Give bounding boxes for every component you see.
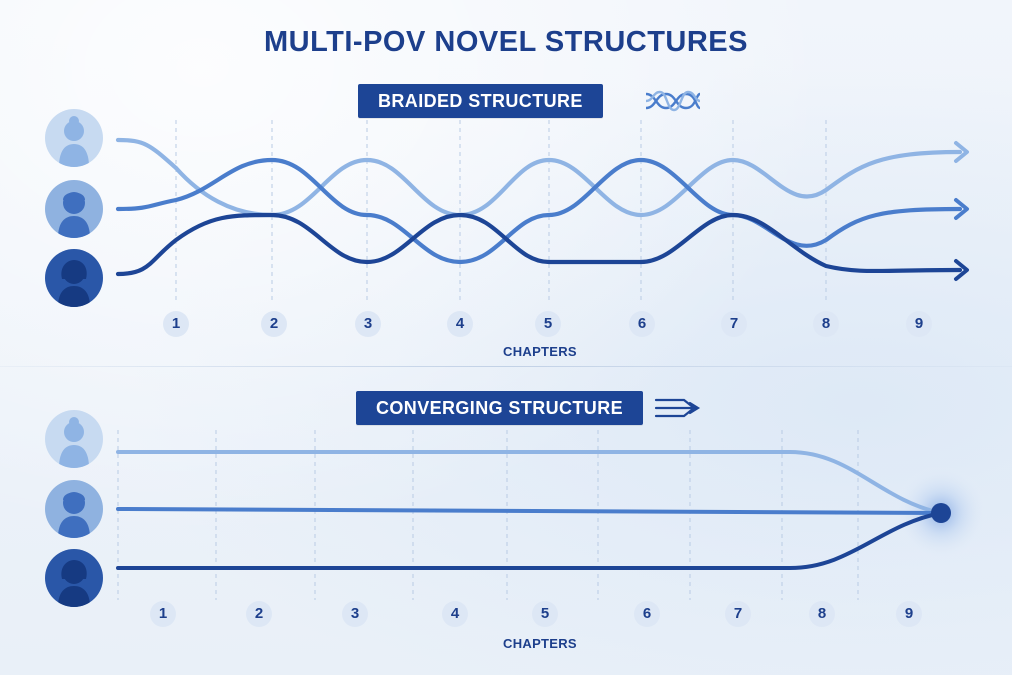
pov-1-avatar (45, 109, 103, 167)
converging-chapter-4: 4 (442, 601, 468, 627)
converging-arrows-icon (654, 398, 701, 418)
converging-pov-2-strand (116, 507, 943, 515)
converging-chapter-8: 8 (809, 601, 835, 627)
braided-pov-1-arrowhead (954, 141, 969, 163)
braided-chapter-8: 8 (813, 311, 839, 337)
converging-chapter-gridlines (117, 430, 859, 600)
pov-1-avatar (45, 410, 103, 468)
braided-chapter-gridlines (175, 120, 827, 300)
braided-chapter-4: 4 (447, 311, 473, 337)
pov-3-avatar (45, 249, 103, 307)
pov-3-avatar (45, 549, 103, 607)
convergence-point (931, 503, 951, 523)
converging-chapter-5: 5 (532, 601, 558, 627)
page-title: MULTI-POV NOVEL STRUCTURES (264, 26, 748, 58)
braided-structure-banner: BRAIDED STRUCTURE (358, 84, 603, 118)
section-divider (0, 366, 1012, 367)
braided-chapter-1: 1 (163, 311, 189, 337)
braid-icon (645, 90, 701, 112)
braided-chapter-3: 3 (355, 311, 381, 337)
braided-chapter-6: 6 (629, 311, 655, 337)
braided-chapter-9: 9 (906, 311, 932, 337)
converging-chapter-7: 7 (725, 601, 751, 627)
pov-2-avatar (45, 480, 103, 538)
converging-axis-label: CHAPTERS (503, 636, 577, 651)
converging-pov-1-strand (116, 450, 943, 515)
converging-chapter-2: 2 (246, 601, 272, 627)
converging-chapter-9: 9 (896, 601, 922, 627)
braided-pov-1-strand (115, 137, 963, 218)
converging-pov-3-strand (116, 511, 943, 570)
braided-chapter-2: 2 (261, 311, 287, 337)
braided-axis-label: CHAPTERS (503, 344, 577, 359)
converging-chapter-6: 6 (634, 601, 660, 627)
pov-2-avatar (45, 180, 103, 238)
braided-pov-2-arrowhead (954, 198, 969, 220)
braided-pov-3-strand (115, 212, 963, 277)
braided-pov-3-arrowhead (954, 259, 969, 281)
braided-chapter-5: 5 (535, 311, 561, 337)
converging-structure-banner: CONVERGING STRUCTURE (356, 391, 644, 425)
converging-chapter-1: 1 (150, 601, 176, 627)
converging-chapter-3: 3 (342, 601, 368, 627)
braided-chapter-7: 7 (721, 311, 747, 337)
